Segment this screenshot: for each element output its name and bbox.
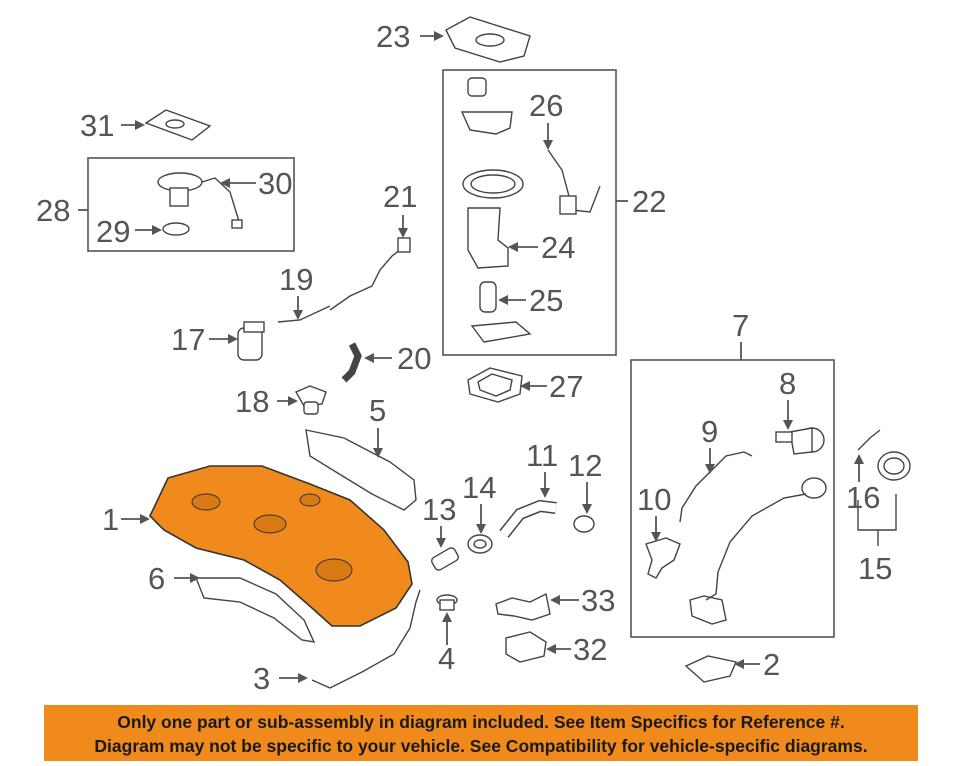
callout-25: 25 [529, 283, 563, 318]
callout-labels: 23 31 26 30 28 29 21 22 24 19 25 17 20 7… [36, 19, 892, 696]
leader-lines [78, 31, 864, 683]
part-5-heat-shield[interactable] [305, 429, 417, 511]
callout-3: 3 [253, 661, 270, 696]
callout-1: 1 [102, 502, 119, 537]
callout-29: 29 [96, 214, 130, 249]
part-17-valve[interactable] [237, 321, 265, 361]
part-31-access-cover[interactable] [144, 109, 212, 141]
callout-19: 19 [279, 262, 313, 297]
part-15-fuel-cap[interactable] [877, 451, 911, 481]
part-7-filler-neck[interactable] [689, 477, 827, 625]
part-19-hose[interactable] [277, 305, 331, 323]
callout-5: 5 [369, 393, 386, 428]
callout-32: 32 [573, 632, 607, 667]
callout-15: 15 [858, 551, 892, 586]
part-27-gasket[interactable] [467, 367, 523, 403]
callout-24: 24 [541, 230, 575, 265]
callout-13: 13 [422, 492, 456, 527]
callout-33: 33 [581, 583, 615, 618]
group-box-22 [442, 69, 617, 356]
part-23-cover-plate[interactable] [445, 16, 531, 63]
disclaimer-line-2: Diagram may not be specific to your vehi… [94, 736, 868, 756]
callout-6: 6 [148, 561, 165, 596]
callout-20: 20 [397, 341, 431, 376]
part-30-sender[interactable] [157, 172, 243, 229]
part-14-clamp[interactable] [467, 534, 493, 554]
group-box-28 [87, 157, 295, 252]
part-21-connector[interactable] [397, 237, 411, 253]
callout-11: 11 [526, 438, 558, 473]
part-20-hose[interactable] [341, 342, 362, 383]
part-2-pad[interactable] [684, 655, 737, 683]
part-21-vent-line[interactable] [329, 245, 406, 311]
bracket-15 [857, 494, 897, 531]
part-18-valve[interactable] [295, 385, 327, 415]
part-3-strap[interactable] [311, 589, 421, 689]
part-1-fuel-tank[interactable] [149, 465, 413, 627]
part-6-shield[interactable] [194, 577, 316, 643]
callout-16: 16 [846, 480, 880, 515]
callout-28: 28 [36, 193, 70, 228]
callout-10: 10 [637, 482, 671, 517]
callout-30: 30 [258, 166, 292, 201]
callout-17: 17 [171, 322, 205, 357]
part-32-module[interactable] [505, 631, 547, 663]
part-12-clamp[interactable] [573, 515, 595, 533]
part-29-seal[interactable] [162, 222, 190, 236]
callout-23: 23 [376, 19, 410, 54]
callout-22: 22 [632, 184, 666, 219]
callout-14: 14 [462, 470, 496, 505]
callout-12: 12 [568, 448, 602, 483]
callout-9: 9 [701, 414, 718, 449]
part-9-hose[interactable] [679, 451, 753, 523]
disclaimer-line-1: Only one part or sub-assembly in diagram… [117, 712, 845, 732]
callout-4: 4 [438, 641, 455, 676]
part-10-fitting[interactable] [645, 537, 681, 579]
callout-31: 31 [80, 108, 114, 143]
part-13-tube[interactable] [430, 546, 460, 571]
part-33-bracket[interactable] [495, 592, 551, 621]
callout-26: 26 [529, 88, 563, 123]
callout-2: 2 [763, 647, 780, 682]
part-8-fitting[interactable] [775, 427, 825, 455]
part-16-tether[interactable] [857, 429, 881, 451]
disclaimer-banner: Only one part or sub-assembly in diagram… [44, 705, 918, 761]
part-22-pump-parts[interactable] [460, 77, 601, 343]
callout-21: 21 [383, 179, 417, 214]
part-4-grommet[interactable] [436, 594, 458, 611]
callout-7: 7 [732, 308, 749, 343]
group-box-7 [630, 359, 835, 638]
callout-18: 18 [235, 384, 269, 419]
callout-8: 8 [779, 366, 796, 401]
callout-27: 27 [549, 369, 583, 404]
